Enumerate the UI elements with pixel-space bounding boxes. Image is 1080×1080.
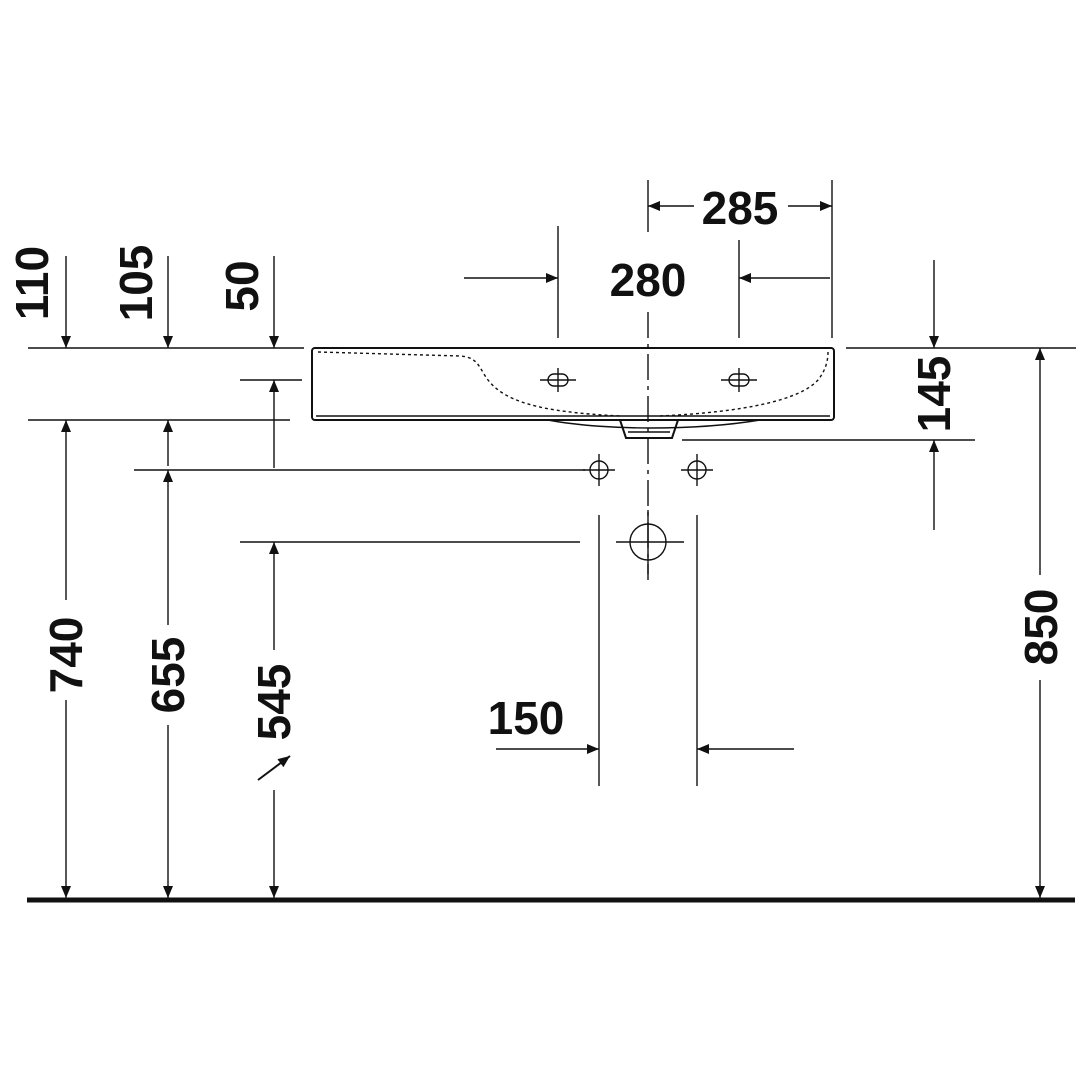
- label-110: 110: [6, 246, 58, 320]
- label-105: 105: [110, 245, 162, 322]
- basin-outline: [311, 347, 835, 439]
- label-285: 285: [702, 182, 779, 234]
- label-655: 655: [142, 637, 194, 714]
- tap-hole-right: [721, 368, 757, 392]
- dimension-850: 850: [1015, 348, 1067, 898]
- dimension-145: 145: [908, 260, 960, 530]
- label-545: 545: [248, 664, 300, 741]
- dimension-110: 110: [6, 246, 71, 348]
- tap-hole-left: [540, 368, 576, 392]
- label-50: 50: [216, 260, 268, 311]
- dimension-150: 150: [488, 692, 794, 754]
- supply-point-right: [681, 454, 713, 486]
- label-145: 145: [908, 356, 960, 433]
- label-280: 280: [610, 254, 687, 306]
- leader-arrow-545: [257, 755, 291, 781]
- dimension-280: 280: [464, 254, 830, 306]
- label-850: 850: [1015, 589, 1067, 666]
- label-740: 740: [40, 617, 92, 694]
- dimension-655: 655: [142, 420, 194, 898]
- dimension-50: 50: [216, 256, 279, 468]
- dimension-545: 545: [248, 542, 300, 898]
- extension-lines: [28, 180, 1076, 786]
- dimension-285: 285: [648, 182, 832, 234]
- waste-outlet-point: [616, 510, 684, 574]
- dimension-740: 740: [40, 420, 92, 898]
- dimension-105: 105: [110, 245, 173, 348]
- label-150: 150: [488, 692, 565, 744]
- supply-point-left: [583, 454, 615, 486]
